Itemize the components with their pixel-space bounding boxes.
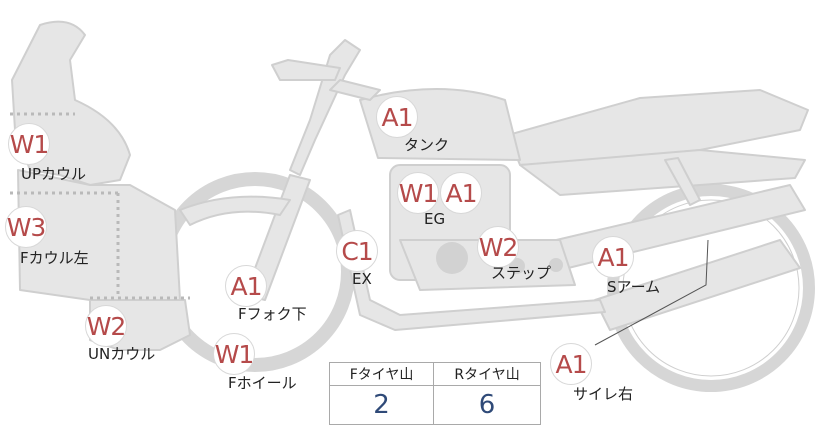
label-silencer-right: サイレ右 (573, 385, 634, 403)
label-f-wheel: Fホイール (228, 374, 297, 392)
grade-badge-eg-2: A1 (440, 172, 482, 214)
frame-backbone (289, 39, 361, 176)
engine-cover (436, 242, 468, 274)
grade-badge-s-arm: A1 (592, 236, 634, 278)
label-eg: EG (424, 210, 446, 228)
front-fender (179, 195, 291, 226)
grade-badge-eg-1: W1 (397, 172, 439, 214)
rear-tire-value: 6 (433, 385, 541, 425)
handlebar (271, 59, 341, 81)
brake-pedal (549, 258, 563, 272)
grade-badge-f-fork-lower: A1 (225, 265, 267, 307)
label-ex: EX (352, 270, 372, 288)
grade-badge-ex: C1 (336, 230, 378, 272)
label-step: ステップ (491, 264, 552, 282)
label-tank: タンク (404, 136, 450, 154)
rear-wheel-hub (622, 199, 800, 377)
tire-tread-table: Fタイヤ山 Rタイヤ山 2 6 (328, 362, 541, 425)
label-f-fork-lower: Fフォク下 (238, 305, 307, 323)
rear-frame (664, 157, 701, 206)
silencer (594, 239, 801, 331)
label-up-cowl: UPカウル (21, 165, 87, 183)
grade-badge-silencer-right: A1 (550, 343, 592, 385)
front-tire-value: 2 (328, 385, 435, 425)
grade-badge-f-cowl-left: W3 (5, 206, 47, 248)
grade-badge-tank: A1 (376, 96, 418, 138)
silencer-leader-line (594, 239, 709, 346)
front-tire-header: Fタイヤ山 (328, 362, 435, 386)
front-frame (329, 79, 381, 101)
tail-lower (519, 149, 806, 196)
grade-badge-up-cowl: W1 (8, 123, 50, 165)
grade-badge-step: W2 (477, 226, 519, 268)
rear-wheel (607, 184, 815, 392)
rear-tire-header: Rタイヤ山 (433, 362, 541, 386)
label-f-cowl-left: Fカウル左 (20, 249, 89, 267)
step-peg (509, 258, 525, 274)
grade-badge-un-cowl: W2 (85, 305, 127, 347)
label-s-arm: Sアーム (607, 278, 661, 296)
front-fork (244, 174, 311, 301)
label-un-cowl: UNカウル (88, 345, 156, 363)
grade-badge-f-wheel: W1 (213, 333, 255, 375)
